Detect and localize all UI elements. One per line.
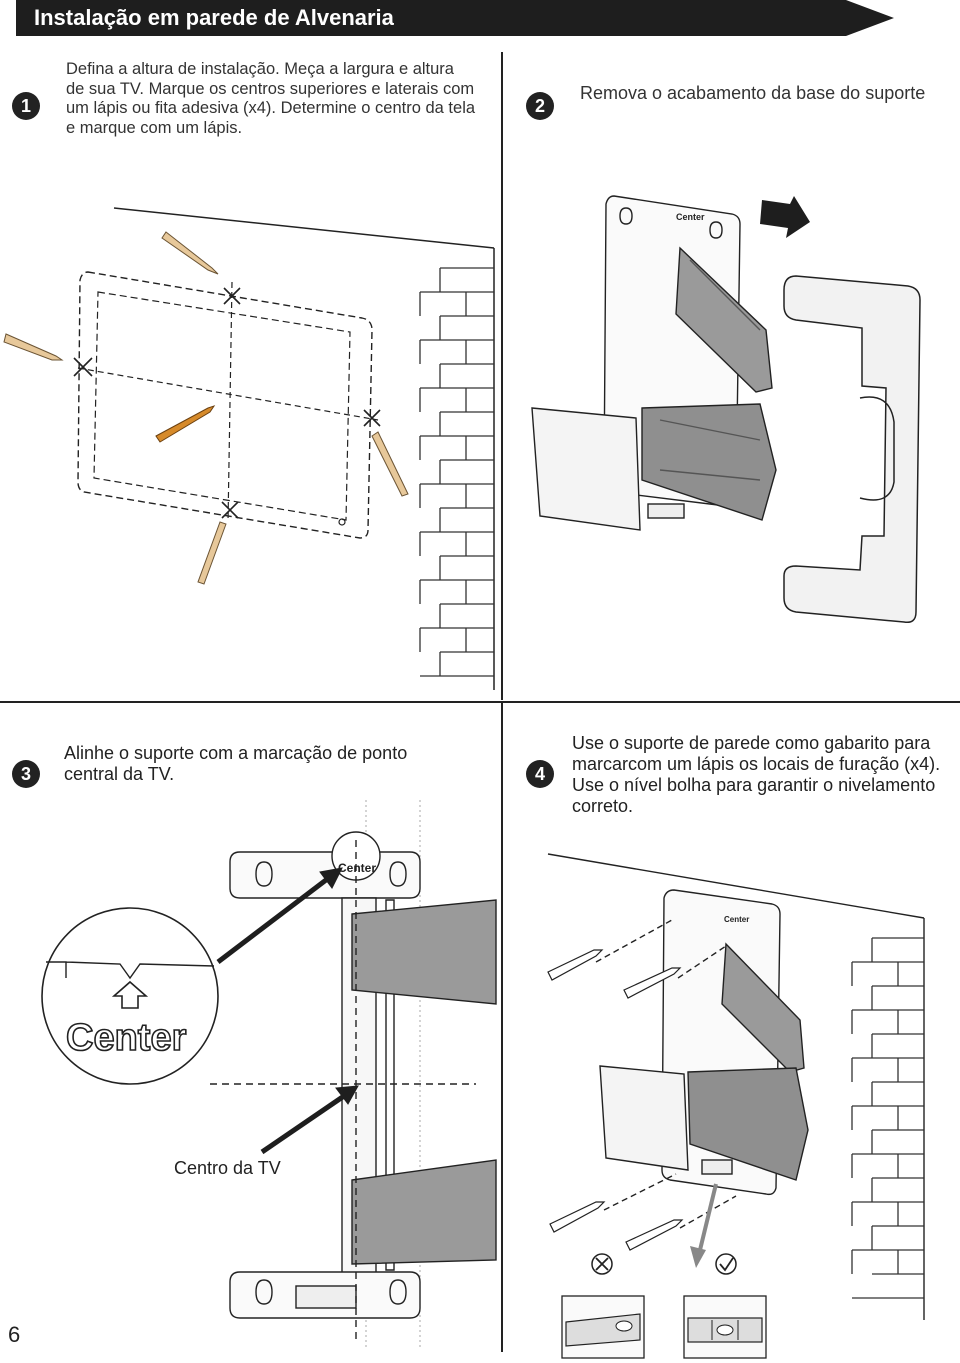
base-cover-piece	[783, 275, 921, 624]
pointer-arrow	[216, 867, 359, 1155]
center-magnifier: Center	[41, 907, 219, 1085]
step-4-line: Use o nível bolha para garantir o nivela…	[572, 775, 936, 795]
step-2-text: Remova o acabamento da base do suporte	[580, 83, 926, 104]
x-circle-icon	[591, 1253, 613, 1275]
page-number: 6	[8, 1322, 21, 1347]
step-1-number: 1	[12, 92, 40, 120]
bubble-level-tilted	[561, 1295, 645, 1359]
section-title: Instalação em parede de Alvenaria	[34, 5, 394, 30]
brick-wall	[851, 937, 924, 1299]
pencil-icon	[547, 949, 684, 1251]
center-marking-label: Center	[724, 915, 749, 924]
wall-mount-diagram: Center	[531, 195, 777, 531]
step-2-line: Remova o acabamento da base do suporte	[580, 83, 926, 103]
step-2-number: 2	[526, 92, 554, 120]
step-3-number: 3	[12, 760, 40, 788]
center-magnified-label: Center	[66, 1017, 187, 1059]
section-header: Instalação em parede de Alvenaria	[16, 0, 894, 36]
step-4-line: Use o suporte de parede como gabarito pa…	[572, 733, 931, 753]
template-diagram: Center	[547, 853, 925, 1320]
step-4-line: marcarcom um lápis os locais de furação …	[572, 754, 941, 774]
center-marking-label: Center	[676, 212, 705, 222]
step-1-line: e marque com um lápis.	[66, 118, 243, 137]
alignment-diagram: Center	[131, 800, 497, 1350]
level-pointer-arrow	[690, 1183, 718, 1268]
brick-wall	[419, 267, 494, 677]
center-marking-label: Center	[338, 861, 376, 875]
step-4-number: 4	[526, 760, 554, 788]
step-4-line: correto.	[572, 796, 634, 816]
step-1-line: de sua TV. Marque os centros superiores …	[66, 79, 475, 98]
step-1-line: Defina a altura de instalação. Meça a la…	[66, 60, 454, 78]
step-1-text: Defina a altura de instalação. Meça a la…	[66, 60, 496, 138]
tv-marking-diagram	[73, 207, 495, 690]
step-4-text: Use o suporte de parede como gabarito pa…	[572, 733, 940, 817]
tv-center-label: Centro da TV	[174, 1158, 281, 1178]
pencil-icon	[3, 231, 409, 585]
check-circle-icon	[715, 1253, 737, 1275]
step-1-line: um lápis ou fita adesiva (x4). Determine…	[66, 99, 476, 117]
step-3-line: Alinhe o suporte com a marcação de ponto	[64, 743, 408, 763]
step-3-text: Alinhe o suporte com a marcação de ponto…	[64, 743, 407, 785]
header-arrow-shape	[16, 0, 894, 36]
step-3-line: central da TV.	[64, 764, 175, 784]
arrow-right-icon	[760, 196, 810, 238]
bubble-level-straight	[683, 1295, 767, 1359]
